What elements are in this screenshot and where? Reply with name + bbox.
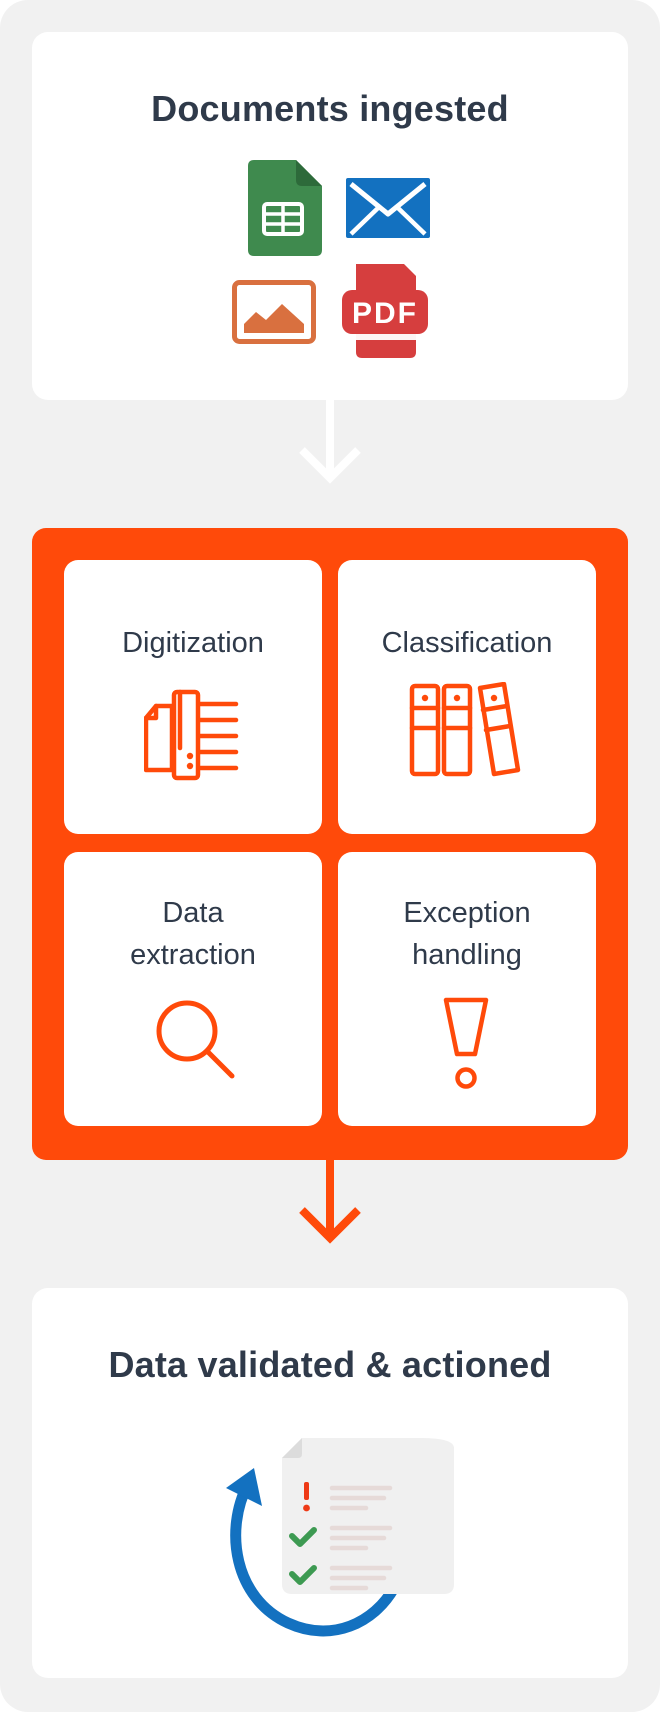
- tile-exception-handling: Exception handling: [338, 852, 596, 1126]
- tile-label: Classification: [381, 627, 553, 659]
- ingest-card: Documents ingested PDF: [32, 32, 628, 400]
- tile-label: Digitization: [122, 627, 264, 659]
- ingest-title: Documents ingested: [151, 88, 509, 129]
- digitization-icon: [144, 689, 239, 781]
- connector-arrow-down-white: [299, 400, 361, 484]
- result-title: Data validated & actioned: [108, 1344, 552, 1385]
- email-icon: [346, 178, 430, 238]
- processing-panel: Digitization Class: [32, 528, 628, 1160]
- spreadsheet-icon: [248, 160, 322, 256]
- binders-icon: [409, 682, 521, 777]
- tile-data-extraction: Data extraction: [64, 852, 322, 1126]
- connector-arrow-down-orange: [299, 1160, 361, 1244]
- magnifier-icon: [156, 1000, 235, 1079]
- pdf-label: PDF: [352, 297, 418, 330]
- image-icon: [232, 280, 316, 344]
- tile-digitization: Digitization: [64, 560, 322, 834]
- exclamation-icon: [443, 997, 489, 1089]
- tile-classification: Classification: [338, 560, 596, 834]
- tile-label: Exception handling: [403, 897, 531, 971]
- result-card: Data validated & actioned: [32, 1288, 628, 1678]
- tile-label: Data extraction: [130, 897, 256, 971]
- pdf-icon: PDF: [342, 264, 428, 358]
- validated-document-icon: [226, 1438, 454, 1637]
